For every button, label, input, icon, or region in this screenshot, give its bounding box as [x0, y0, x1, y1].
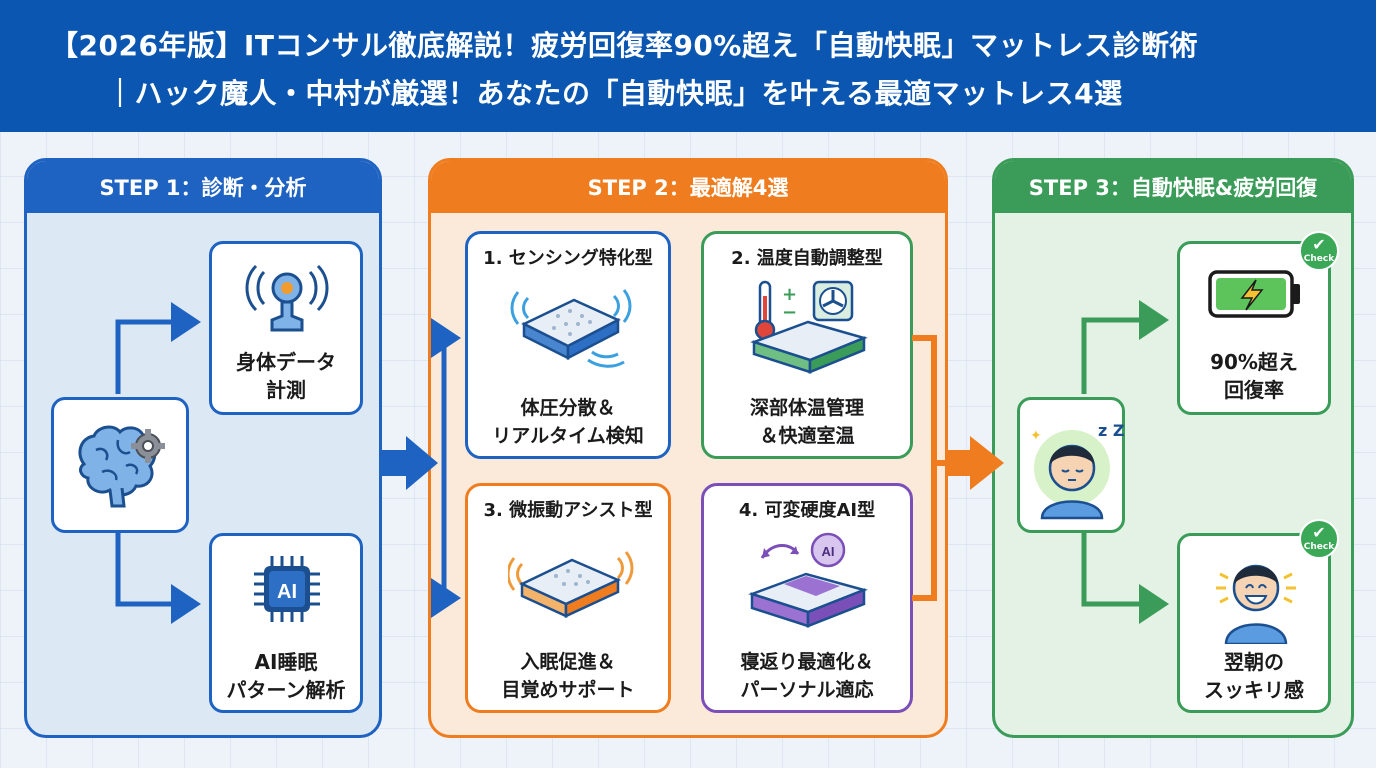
vibration-desc-line1: 入眠促進＆	[520, 651, 616, 673]
recovery-rate-label-1: 90%超え	[1210, 350, 1298, 374]
refreshed-label-2: スッキリ感	[1204, 678, 1304, 702]
refreshed-morning-card: 翌朝の スッキリ感	[1177, 533, 1331, 713]
recovery-rate-label-2: 回復率	[1224, 378, 1284, 402]
svg-text:+: +	[782, 284, 797, 305]
mattress-card-variable-firmness: 4. 可変硬度AI型 AI 寝返り最適化＆ パーソナル適応	[701, 483, 913, 713]
ai-chip-icon: AI	[254, 556, 320, 622]
ai-analysis-label-2: パターン解析	[226, 678, 346, 702]
mattress-card-temperature-desc: 深部体温管理 ＆快適室温	[704, 394, 910, 450]
step2-bracket-right	[912, 335, 946, 601]
ai-analysis-card: AI AI睡眠 パターン解析	[209, 533, 363, 713]
check-label-top: Check	[1303, 254, 1335, 264]
mattress-card-vibration-title: 3. 微振動アシスト型	[483, 500, 653, 521]
mattress-card-sensing: 1. センシング特化型 体圧分散＆ リアルタイム検知	[465, 231, 671, 459]
sensing-mattress-icon	[510, 289, 632, 368]
step1-panel: STEP 1：診断・分析 身体データ 計測	[24, 158, 382, 738]
mattress-card-sensing-title: 1. センシング特化型	[483, 248, 653, 269]
step3-panel: STEP 3：自動快眠&疲労回復 z Z ✦ 90%超え 回復率	[992, 158, 1354, 738]
step2-to-step3-arrow	[946, 436, 1004, 490]
step1-title: STEP 1：診断・分析	[27, 161, 379, 213]
check-badge-top: ✔ Check	[1299, 231, 1339, 271]
svg-text:✦: ✦	[1030, 428, 1042, 444]
mattress-card-temperature-title: 2. 温度自動調整型	[731, 248, 883, 269]
variable-mattress-icon: AI	[748, 532, 868, 628]
step1-branch-arrows	[115, 302, 201, 624]
ai-bubble-text: AI	[822, 544, 835, 559]
step3-branch-arrows	[1081, 300, 1169, 624]
header-title-line2: ｜ハック魔人・中村が厳選！あなたの「自動快眠」を叶える最適マットレス4選	[106, 77, 1123, 110]
mattress-card-variable-desc: 寝返り最適化＆ パーソナル適応	[704, 648, 910, 704]
temperature-desc-line1: 深部体温管理	[749, 397, 864, 419]
step2-panel: STEP 2：最適解4選 1. センシング特化型 体圧分散＆ リアルタイム検知 …	[428, 158, 948, 738]
step2-bracket-left	[431, 318, 461, 618]
sensor-icon	[245, 264, 329, 332]
svg-text:−: −	[782, 302, 797, 323]
check-label-bottom: Check	[1303, 542, 1335, 552]
sleeping-person-icon: z Z ✦	[1030, 421, 1124, 520]
happy-person-icon	[1216, 564, 1296, 644]
mattress-card-sensing-desc: 体圧分散＆ リアルタイム検知	[468, 394, 668, 450]
zzz-text: z Z	[1098, 421, 1124, 440]
step2-title: STEP 2：最適解4選	[431, 161, 945, 213]
step3-title: STEP 3：自動快眠&疲労回復	[995, 161, 1351, 213]
battery-icon	[1208, 270, 1300, 318]
checkmark-icon: ✔	[1312, 235, 1326, 254]
body-data-label-1: 身体データ	[236, 350, 336, 374]
sleeping-person-card: z Z ✦	[1017, 397, 1125, 533]
brain-gear-icon	[78, 425, 165, 508]
refreshed-label-1: 翌朝の	[1224, 650, 1284, 674]
mattress-card-vibration-desc: 入眠促進＆ 目覚めサポート	[468, 648, 668, 704]
body-data-label-2: 計測	[266, 378, 306, 402]
variable-desc-line2: パーソナル適応	[740, 679, 874, 701]
temperature-mattress-icon: + −	[750, 280, 868, 374]
sensing-desc-line2: リアルタイム検知	[492, 425, 644, 447]
mattress-card-variable-title: 4. 可変硬度AI型	[738, 500, 876, 521]
mattress-card-temperature: 2. 温度自動調整型 + − 深部体温管理 ＆快適室温	[701, 231, 913, 459]
ai-analysis-label-1: AI睡眠	[254, 650, 318, 674]
mattress-card-vibration: 3. 微振動アシスト型 入眠促進＆ 目覚めサポート	[465, 483, 671, 713]
checkmark-icon: ✔	[1312, 523, 1326, 542]
step1-to-step2-arrow	[382, 436, 438, 490]
vibration-mattress-icon	[508, 551, 634, 618]
header-title-line1: 【2026年版】ITコンサル徹底解説！疲労回復率90%超え「自動快眠」マットレス…	[50, 29, 1198, 62]
recovery-rate-card: 90%超え 回復率	[1177, 241, 1331, 415]
variable-desc-line1: 寝返り最適化＆	[740, 651, 874, 673]
ai-chip-text: AI	[277, 581, 297, 603]
header-banner: 【2026年版】ITコンサル徹底解説！疲労回復率90%超え「自動快眠」マットレス…	[0, 0, 1376, 132]
vibration-desc-line2: 目覚めサポート	[501, 679, 635, 701]
body-data-card: 身体データ 計測	[209, 241, 363, 415]
check-badge-bottom: ✔ Check	[1299, 519, 1339, 559]
sensing-desc-line1: 体圧分散＆	[520, 397, 616, 419]
temperature-desc-line2: ＆快適室温	[759, 425, 855, 447]
